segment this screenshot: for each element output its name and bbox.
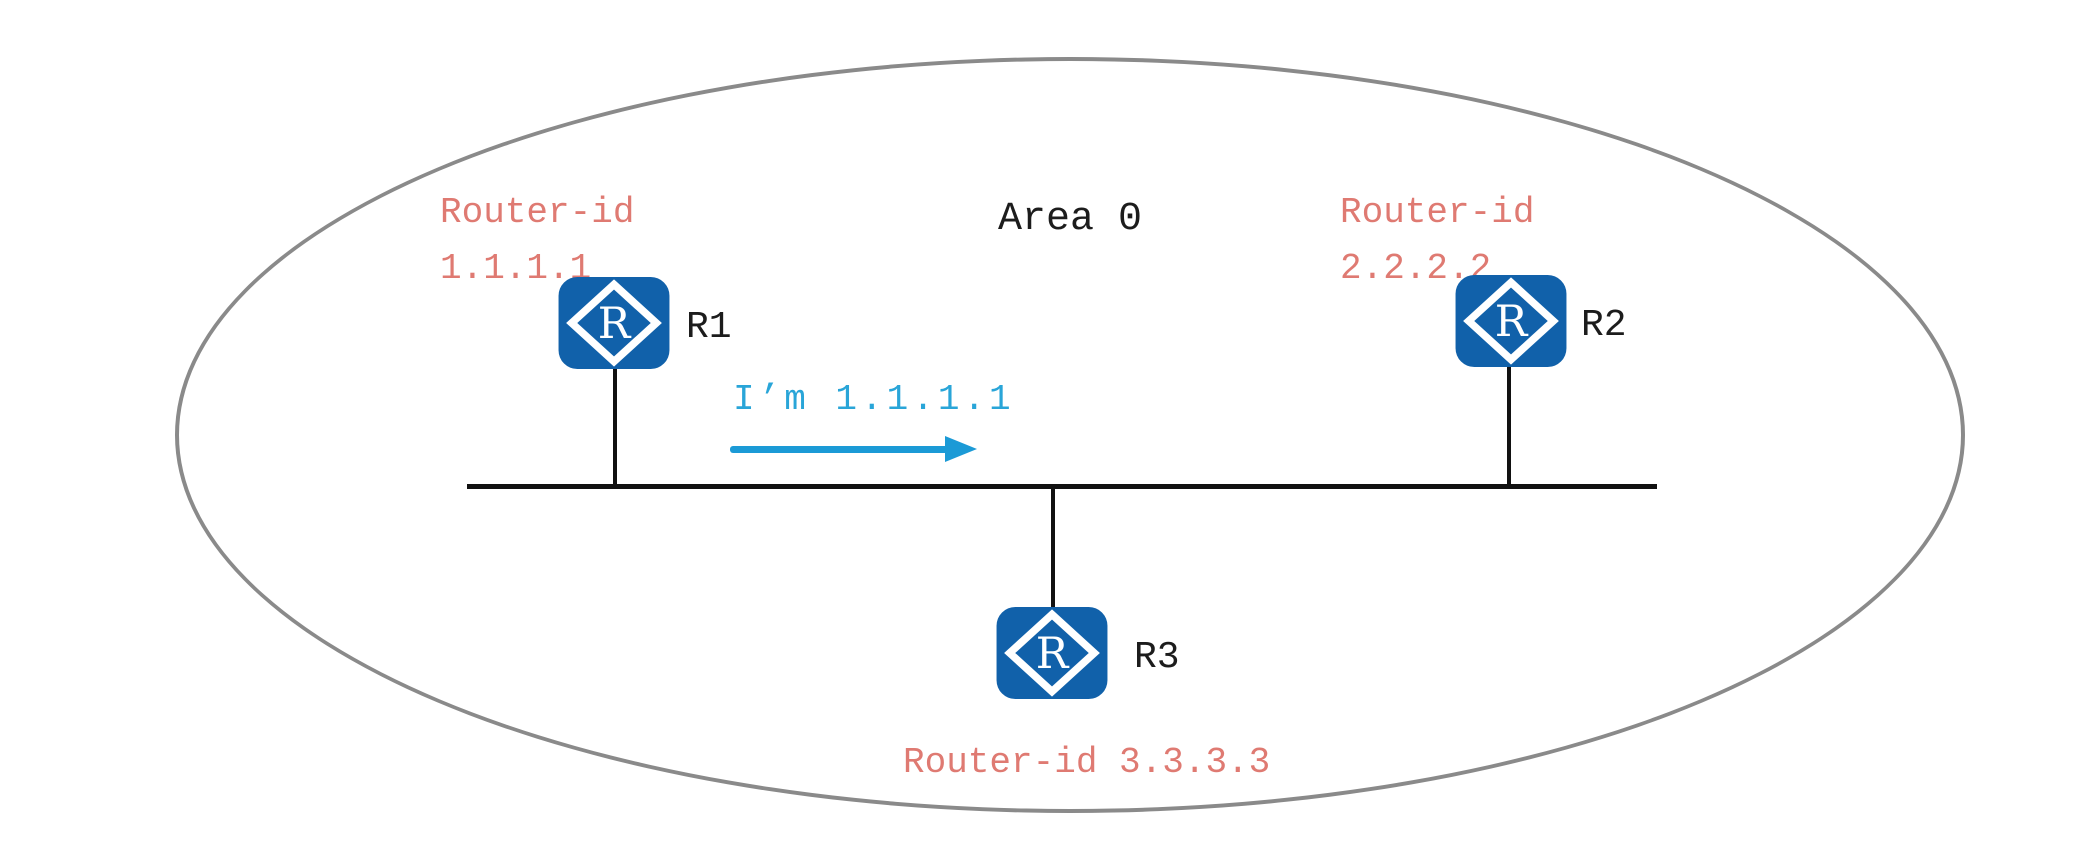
router-name-r2: R2 — [1581, 304, 1627, 347]
router-glyph-letter: R — [598, 299, 632, 349]
router-id-label: Router-id — [440, 192, 635, 233]
router-glyph-letter: R — [1495, 297, 1529, 347]
router-glyph-letter: R — [1036, 629, 1070, 679]
router-icon: R — [996, 606, 1108, 700]
area-label: Area 0 — [998, 197, 1143, 242]
router-icon: R — [1455, 274, 1567, 368]
link-r1-to-bus — [613, 368, 617, 486]
router-id-caption-r3: Router-id 3.3.3.3 — [903, 742, 1271, 783]
router-id-caption-r1: Router-id 1.1.1.1 — [440, 185, 634, 297]
area0-boundary-ellipse — [175, 57, 1965, 813]
bus-segment-line — [467, 484, 1657, 489]
hello-arrow-head-icon — [945, 436, 977, 462]
router-icon: R — [558, 276, 670, 370]
router-icon-r2: R — [1454, 274, 1568, 368]
hello-arrow-shaft — [730, 446, 948, 453]
router-id-label: Router-id — [1340, 192, 1535, 233]
router-icon-r1: R — [557, 276, 671, 370]
router-name-r3: R3 — [1134, 636, 1180, 679]
router-icon-r3: R — [995, 606, 1109, 700]
router-name-r1: R1 — [686, 306, 732, 349]
link-r2-to-bus — [1507, 366, 1511, 486]
link-r3-to-bus — [1051, 486, 1055, 609]
hello-message-text: I’m 1.1.1.1 — [733, 379, 1015, 420]
